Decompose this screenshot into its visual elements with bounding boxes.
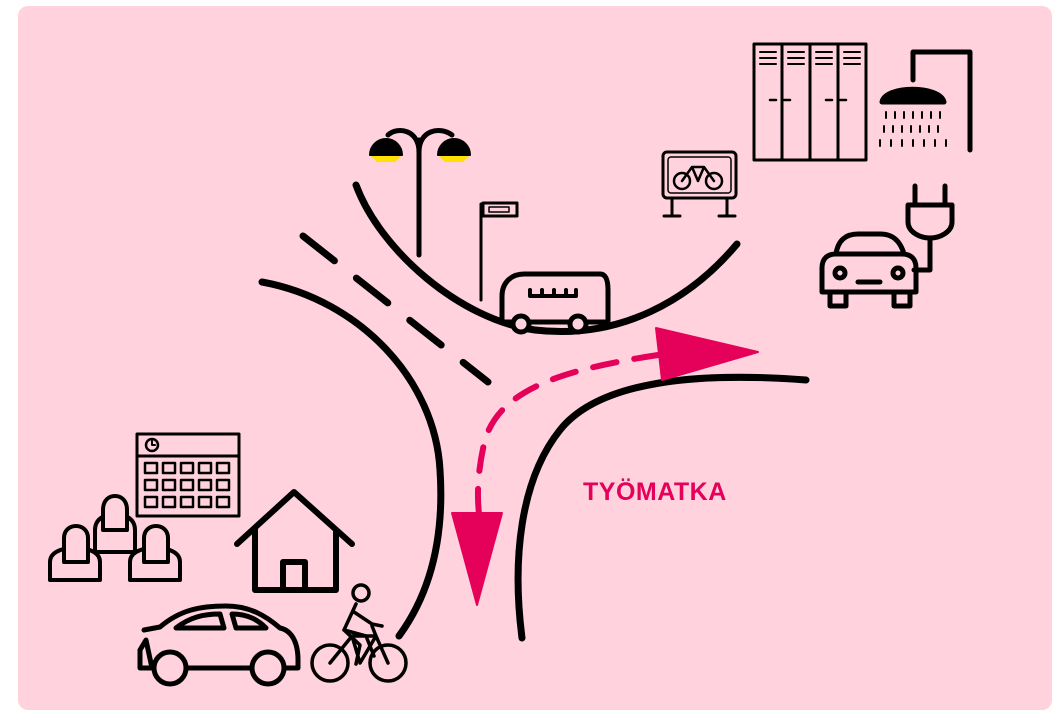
bike-parking-sign-icon xyxy=(663,152,736,216)
commute-route xyxy=(452,328,758,605)
car-side-icon xyxy=(140,606,298,684)
calendar-icon xyxy=(137,434,239,516)
route-arrow-down xyxy=(452,513,502,605)
car-front-icon xyxy=(822,234,916,306)
road-right-edge xyxy=(518,377,806,638)
commute-label: TYÖMATKA xyxy=(583,478,727,507)
route-arrow-right xyxy=(656,328,758,380)
bus-icon xyxy=(502,274,608,332)
lockers-icon xyxy=(754,44,866,160)
road-lines xyxy=(262,185,806,638)
cyclist-icon xyxy=(312,585,406,681)
people-group-icon xyxy=(50,496,180,580)
road-left-edge xyxy=(262,282,441,636)
shower-icon xyxy=(880,52,970,150)
house-icon xyxy=(237,492,352,590)
